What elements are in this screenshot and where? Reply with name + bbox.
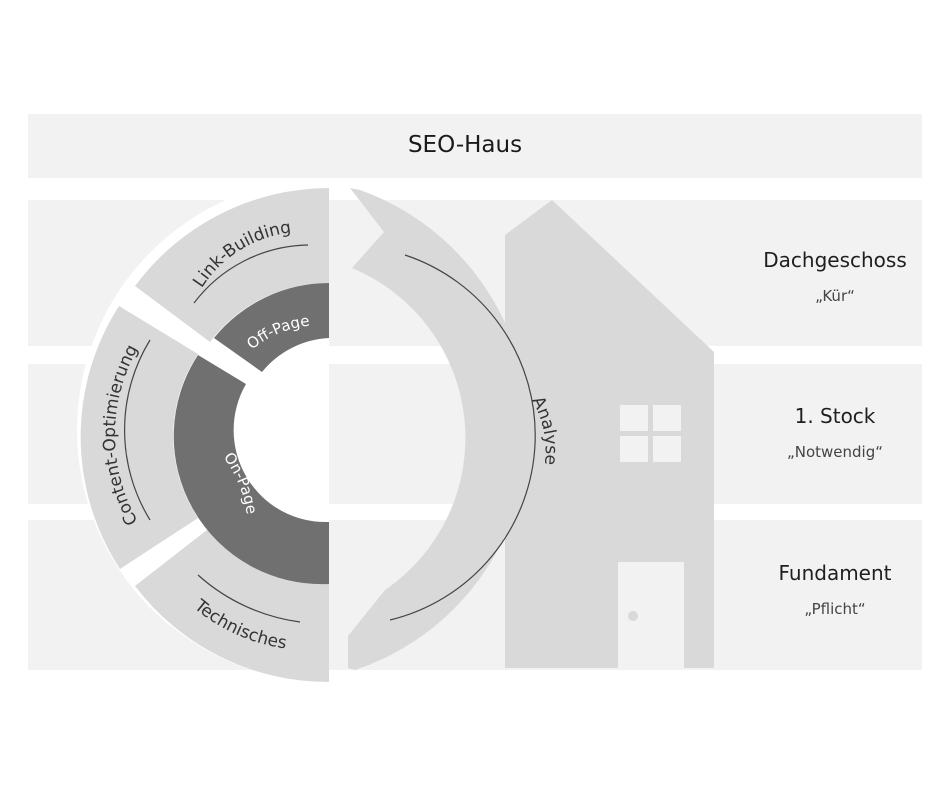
segment-on-page (173, 355, 329, 585)
floor-fundament-subtitle: „Pflicht“ (804, 600, 866, 618)
page-title: SEO-Haus (407, 132, 523, 158)
house-shape (505, 200, 714, 668)
floor-dachgeschoss-title: Dachgeschoss (763, 248, 907, 272)
segment-off-page (214, 283, 329, 372)
segment-link-building (135, 188, 329, 342)
floor-1-stock-title: 1. Stock (794, 404, 876, 428)
door-knob (628, 611, 638, 621)
floor-fundament-title: Fundament (778, 561, 892, 585)
segment-analyse (348, 188, 529, 670)
window-icon (620, 405, 681, 462)
header-band (28, 114, 922, 178)
floor-dachgeschoss-subtitle: „Kür“ (815, 287, 855, 305)
floor-1-stock-subtitle: „Notwendig“ (786, 443, 884, 461)
segment-content-optimierung (80, 306, 198, 569)
segment-technisches (135, 526, 329, 683)
door-shape (618, 562, 684, 668)
